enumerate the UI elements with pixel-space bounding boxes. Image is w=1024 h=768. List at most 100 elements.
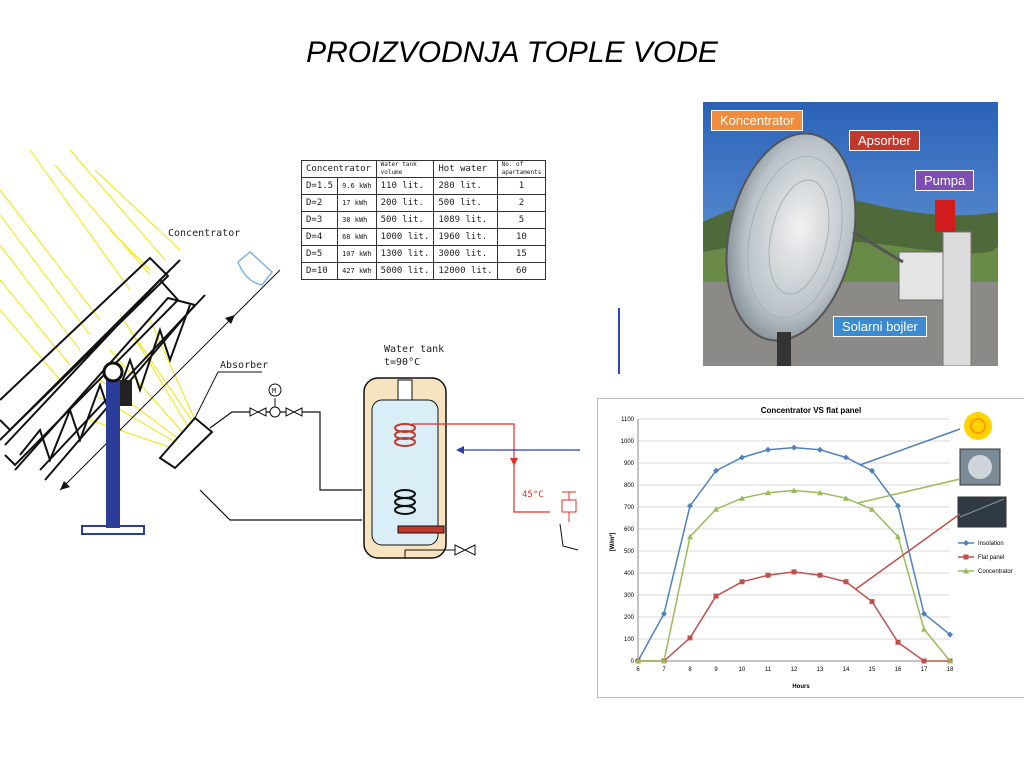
y-tick-label: 1100 (621, 417, 635, 423)
table-cell: 38 kWh (337, 211, 377, 229)
table-cell: 427 kWh (337, 262, 377, 280)
x-tick-label: 15 (869, 667, 876, 673)
koncentrator-tag: Koncentrator (711, 110, 804, 131)
legend-label: Flat panel (978, 555, 1004, 561)
x-tick-label: 11 (765, 667, 772, 673)
concentrator-label: Concentrator (168, 228, 240, 239)
mixing-tap (561, 491, 577, 522)
y-tick-label: 600 (624, 527, 635, 533)
data-point (791, 569, 797, 575)
divider-line (618, 308, 620, 374)
series-concentrator (635, 487, 953, 664)
motor-label: M (272, 387, 276, 395)
table-row: D=4 68 kWh 1000 lit. 1960 lit. 10 (300, 228, 547, 246)
lower-coil (394, 489, 416, 515)
water-tank-temp: t=90°C (384, 357, 420, 368)
arrow-head (510, 458, 518, 466)
y-tick-label: 500 (624, 549, 635, 555)
data-point (713, 593, 719, 599)
table-cell: 17 kWh (337, 194, 377, 212)
pumpa-tag: Pumpa (915, 170, 975, 191)
table-cell: D=5 (300, 245, 339, 263)
callout-arrow (859, 428, 961, 466)
sun-spiral (970, 418, 986, 434)
y-tick-label: 800 (624, 483, 635, 489)
data-point (687, 533, 693, 540)
legend-label: Concentrator (978, 569, 1013, 575)
pump-group: M (249, 383, 303, 418)
thumbnail-line (959, 498, 1005, 518)
y-axis-label: [W/m²] (609, 533, 616, 552)
data-point (843, 454, 849, 461)
leader-line (194, 371, 219, 419)
table-cell: 110 lit. (375, 177, 435, 195)
data-point (765, 489, 771, 496)
table-cell: 1000 lit. (375, 228, 435, 246)
y-tick-label: 300 (624, 593, 635, 599)
data-point (791, 487, 797, 493)
series-line (638, 571, 950, 662)
table-cell: 60 (496, 262, 547, 280)
outlet-temp: 45°C (522, 490, 544, 500)
line-chart: Concentrator VS flat panel Hours [W/m²] … (609, 406, 1013, 690)
table-header-row: Concentrator Water tank volume Hot water… (301, 160, 547, 178)
table-row: D=3 38 kWh 500 lit. 1089 lit. 5 (300, 211, 547, 229)
data-point (963, 554, 969, 560)
table-cell: 1089 lit. (433, 211, 498, 229)
photo-thumbnails (957, 412, 1007, 528)
data-point (921, 626, 927, 632)
y-tick-label: 400 (624, 571, 635, 577)
page-title: PROIZVODNJA TOPLE VODE (306, 36, 718, 69)
data-point (843, 579, 849, 585)
table-cell: D=10 (300, 262, 339, 280)
table-cell: 10 (496, 228, 547, 246)
table-cell: 3000 lit. (433, 245, 498, 263)
data-point (687, 502, 693, 509)
drive-motor (120, 380, 132, 406)
table-row: D=5 107 kWh 1300 lit. 3000 lit. 15 (300, 245, 547, 263)
data-point (713, 467, 719, 474)
table-cell: 280 lit. (433, 177, 498, 195)
y-tick-label: 0 (631, 659, 635, 665)
table-cell: 5000 lit. (375, 262, 435, 280)
x-tick-label: 10 (739, 667, 746, 673)
x-tick-label: 14 (843, 667, 850, 673)
y-tick-label: 1000 (621, 439, 635, 445)
data-point (739, 579, 745, 585)
installation-photo: Koncentrator Apsorber Pumpa Solarni bojl… (703, 102, 998, 366)
table-row: D=1.5 9.6 kWh 110 lit. 280 lit. 1 (300, 177, 547, 195)
arrow-head (225, 315, 235, 324)
table-cell: 500 lit. (433, 194, 498, 212)
capacity-table: Concentrator Water tank volume Hot water… (300, 160, 547, 280)
x-tick-label: 9 (714, 667, 718, 673)
thumbnail-dish (968, 455, 992, 479)
data-point (739, 454, 745, 461)
chart-container: Concentrator VS flat panel Hours [W/m²] … (597, 398, 1024, 698)
callout-arrow (855, 513, 961, 590)
data-point (765, 446, 771, 453)
pivot-joint (102, 361, 124, 383)
x-tick-label: 13 (817, 667, 824, 673)
base-plate (81, 525, 145, 535)
data-point (895, 639, 901, 645)
arrow-head (456, 446, 464, 454)
table-cell: D=4 (300, 228, 339, 246)
data-point (869, 599, 875, 605)
table-cell: 15 (496, 245, 547, 263)
table-cell: 200 lit. (375, 194, 435, 212)
table-cell: 5 (496, 211, 547, 229)
apsorber-tag: Apsorber (849, 130, 920, 151)
series-flat-panel (635, 569, 953, 664)
table-cell: D=2 (300, 194, 339, 212)
support-post (106, 368, 120, 528)
tank-inner (371, 399, 439, 546)
y-tick-label: 900 (624, 461, 635, 467)
data-point (963, 568, 969, 574)
table-cell: 9.6 kWh (337, 177, 377, 195)
x-tick-label: 18 (947, 667, 954, 673)
legend-label: Insolation (978, 541, 1004, 547)
upper-coil (394, 423, 416, 447)
data-point (895, 533, 901, 540)
data-point (947, 631, 953, 638)
water-tank-label: Water tank (384, 344, 444, 355)
